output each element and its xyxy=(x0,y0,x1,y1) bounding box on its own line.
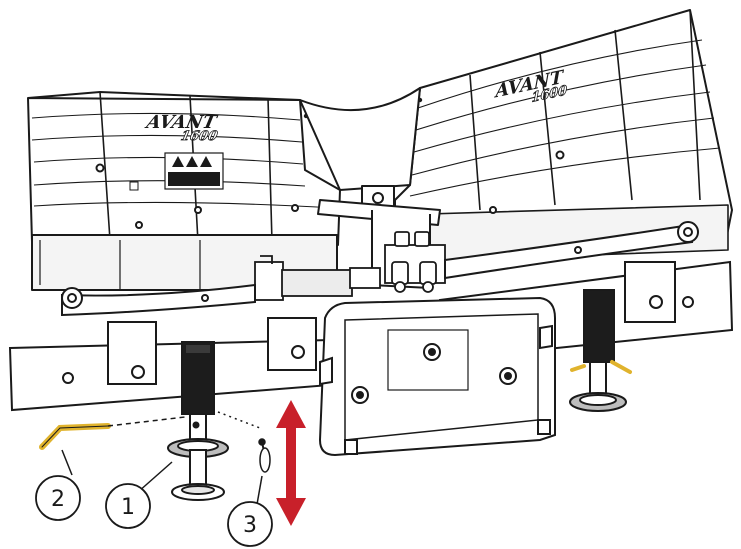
left-brand-logo: AVANT 1600 xyxy=(143,112,220,144)
warning-decal xyxy=(129,152,224,191)
support-leg-left xyxy=(167,341,229,501)
locking-pin xyxy=(39,416,186,450)
brand-model: 1600 xyxy=(179,129,218,144)
callout-number: 2 xyxy=(51,487,65,512)
support-leg-right xyxy=(569,289,632,412)
callout-leaders xyxy=(61,449,263,511)
double-arrow-vertical-icon xyxy=(276,400,306,526)
callout-2: 2 xyxy=(35,475,81,521)
callout-number: 3 xyxy=(243,513,257,538)
left-arm xyxy=(61,283,256,317)
hydraulic-cylinder xyxy=(254,255,381,301)
warning-triangle-icon xyxy=(172,156,212,167)
hydraulic-valve xyxy=(384,231,446,293)
callout-1: 1 xyxy=(105,483,151,529)
brand-name: AVANT xyxy=(143,112,220,133)
callout-3: 3 xyxy=(227,501,273,547)
callout-number: 1 xyxy=(121,495,135,520)
mounting-plate xyxy=(318,296,556,457)
lynch-pin xyxy=(217,411,271,473)
right-arm xyxy=(444,221,699,280)
